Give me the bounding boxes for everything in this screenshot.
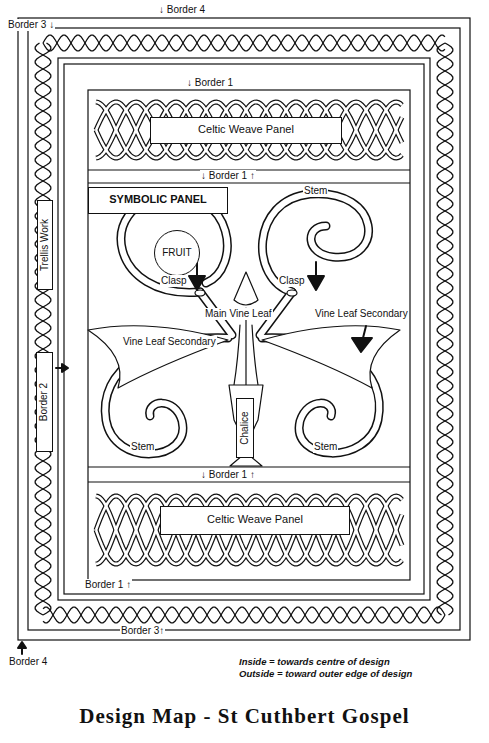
part-label: Stem [130, 441, 155, 453]
weave-strand [96, 102, 402, 158]
node-text: Celtic Weave Panel [207, 513, 303, 526]
part-label: Stem [303, 185, 328, 197]
node-text: Chalice [239, 411, 251, 444]
weave-strand [96, 496, 402, 564]
node-text: Celtic Weave Panel [198, 123, 294, 136]
weave-strand [96, 102, 402, 158]
note-text: Outside = toward outer edge of design [238, 668, 413, 679]
part-label: ↓ Border 1 [186, 77, 234, 89]
braid-strand [437, 43, 453, 615]
weave-strand [96, 496, 402, 564]
part-label: ↓ Border 1 ↑ [200, 469, 256, 481]
part-label: Clasp [160, 275, 188, 287]
weave-strand [96, 102, 402, 158]
weave-strand [96, 496, 402, 564]
part-label: Border 1 ↑ [84, 579, 132, 591]
weave-strand [96, 102, 402, 158]
node-text: Border 2 [38, 383, 50, 421]
braid-strand [43, 607, 445, 623]
part-label: Border 3 ↓ [7, 19, 55, 31]
part-label: Vine Leaf Secondary [122, 336, 217, 348]
part-label: ↓ Border 1 ↑ [200, 170, 256, 182]
node-text: SYMBOLIC PANEL [109, 193, 207, 206]
part-label: Border 3↑ [120, 625, 165, 637]
weave-strand [96, 496, 402, 564]
part-label: Stem [313, 441, 338, 453]
vertical-label-box: Trellis Work [37, 200, 53, 290]
weave-strand [96, 102, 402, 158]
node-text: Trellis Work [39, 219, 51, 271]
weave-strand [96, 102, 402, 158]
diagram-title: Design Map - St Cuthbert Gospel [79, 704, 409, 729]
braid-strand [43, 35, 445, 51]
braid-strand [437, 43, 453, 615]
weave-strand [96, 496, 402, 564]
weave-strand [96, 102, 402, 158]
braid-strand [35, 43, 51, 615]
panel-box: Celtic Weave Panel [160, 506, 350, 535]
part-label: Border 4 [8, 656, 48, 668]
weave-strand [96, 102, 402, 158]
panel-box: SYMBOLIC PANEL [88, 187, 228, 214]
note-text: Inside = towards centre of design [238, 656, 391, 667]
weave-strand [96, 496, 402, 564]
weave-strand [96, 496, 402, 564]
braid-strand [35, 43, 51, 615]
node-text: FRUIT [162, 247, 191, 259]
part-label: Clasp [278, 275, 306, 287]
vertical-label-box: Border 2 [36, 352, 53, 452]
fruit-circle: FRUIT [154, 230, 200, 276]
weave-strand [96, 496, 402, 564]
part-label: Main Vine Leaf [204, 308, 273, 320]
part-label: ↓ Border 4 [158, 4, 206, 16]
braid-strand [43, 607, 445, 623]
part-label: Vine Leaf Secondary [314, 308, 409, 320]
panel-box: Celtic Weave Panel [150, 117, 342, 144]
vertical-label-box: Chalice [236, 398, 254, 458]
braid-strand [43, 35, 445, 51]
